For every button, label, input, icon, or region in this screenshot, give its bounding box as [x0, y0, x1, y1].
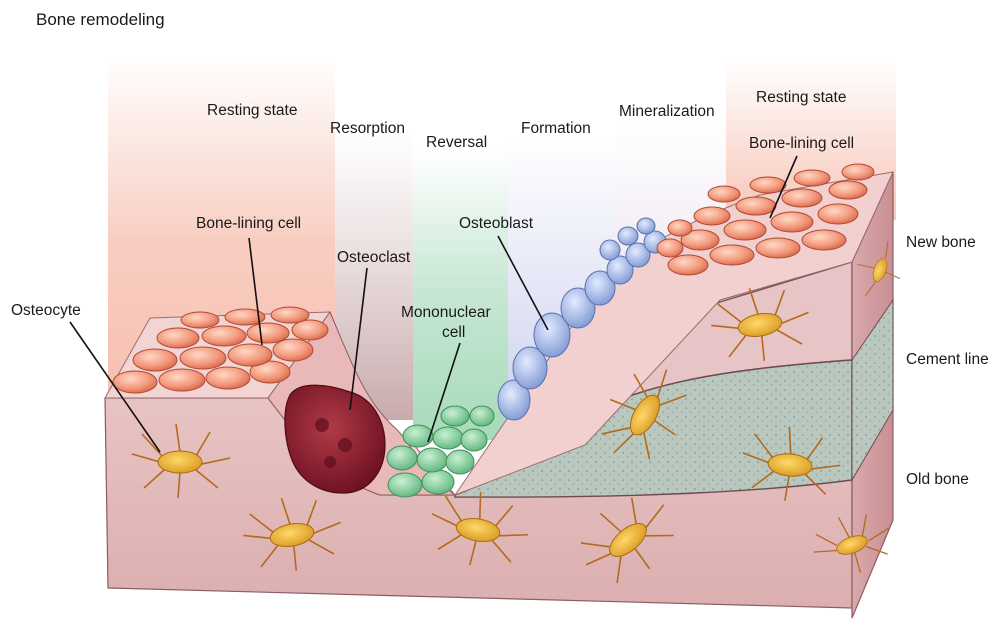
- osteoblast: [637, 218, 655, 234]
- figure-title: Bone remodeling: [36, 10, 165, 29]
- bone-lining-cell-left-label: Bone-lining cell: [196, 215, 301, 232]
- lining-cell: [736, 197, 776, 215]
- lining-cell: [206, 367, 250, 389]
- stage-resting-left-label: Resting state: [207, 102, 297, 119]
- mononuclear-cell: [433, 427, 463, 449]
- mononuclear-cell: [388, 473, 422, 497]
- lining-cell: [782, 189, 822, 207]
- old-bone-label: Old bone: [906, 471, 969, 488]
- lining-cell: [228, 344, 272, 366]
- lining-cell: [668, 220, 692, 236]
- lining-cell: [113, 371, 157, 393]
- lining-cell: [159, 369, 205, 391]
- mononuclear-cell: [422, 470, 454, 494]
- osteoclast-nucleus: [324, 456, 336, 468]
- lining-cell: [829, 181, 867, 199]
- bone-lining-cell-right-label: Bone-lining cell: [749, 135, 854, 152]
- mononuclear-cell: [387, 446, 417, 470]
- stage-reversal-label: Reversal: [426, 134, 487, 151]
- lining-cell: [247, 323, 289, 343]
- layer-labels: New bone Cement line Old bone: [906, 234, 989, 488]
- lining-cell: [181, 312, 219, 328]
- mononuclear-cell: [403, 425, 433, 447]
- lining-cell: [157, 328, 199, 348]
- stage-resting-right-label: Resting state: [756, 89, 846, 106]
- lining-cell: [668, 255, 708, 275]
- lining-cell: [133, 349, 177, 371]
- lining-cell: [271, 307, 309, 323]
- new-bone-label: New bone: [906, 234, 976, 251]
- osteoclast-nucleus: [338, 438, 352, 452]
- lining-cell: [180, 347, 226, 369]
- mononuclear-cell: [446, 450, 474, 474]
- lining-cell: [202, 326, 246, 346]
- lining-cell: [756, 238, 800, 258]
- osteoblast: [600, 240, 620, 260]
- lining-cell: [694, 207, 730, 225]
- stage-resorption-label: Resorption: [330, 120, 405, 137]
- mononuclear-cell: [461, 429, 487, 451]
- osteoblast: [618, 227, 638, 245]
- osteoclast-label: Osteoclast: [337, 249, 411, 266]
- mononuclear-cell: [470, 406, 494, 426]
- mononuclear-label-line2: cell: [442, 324, 465, 341]
- glow-reversal: [413, 150, 508, 440]
- lining-cell: [771, 212, 813, 232]
- mononuclear-cell: [441, 406, 469, 426]
- lining-cell: [708, 186, 740, 202]
- lining-cell: [657, 239, 683, 257]
- lining-cell: [802, 230, 846, 250]
- lining-cell: [710, 245, 754, 265]
- stage-mineralization-label: Mineralization: [619, 103, 715, 120]
- cement-line-label: Cement line: [906, 351, 989, 368]
- osteoclast-nucleus: [315, 418, 329, 432]
- mononuclear-label-line1: Mononuclear: [401, 304, 491, 321]
- lining-cell: [724, 220, 766, 240]
- lining-cell: [750, 177, 786, 193]
- lining-cell: [842, 164, 874, 180]
- stage-formation-label: Formation: [521, 120, 591, 137]
- lining-cell: [292, 320, 328, 340]
- lining-cell: [794, 170, 830, 186]
- lining-cell: [273, 339, 313, 361]
- mononuclear-cell: [417, 448, 447, 472]
- lining-cell: [818, 204, 858, 224]
- osteocyte-label: Osteocyte: [11, 302, 81, 319]
- osteoblast-label: Osteoblast: [459, 215, 534, 232]
